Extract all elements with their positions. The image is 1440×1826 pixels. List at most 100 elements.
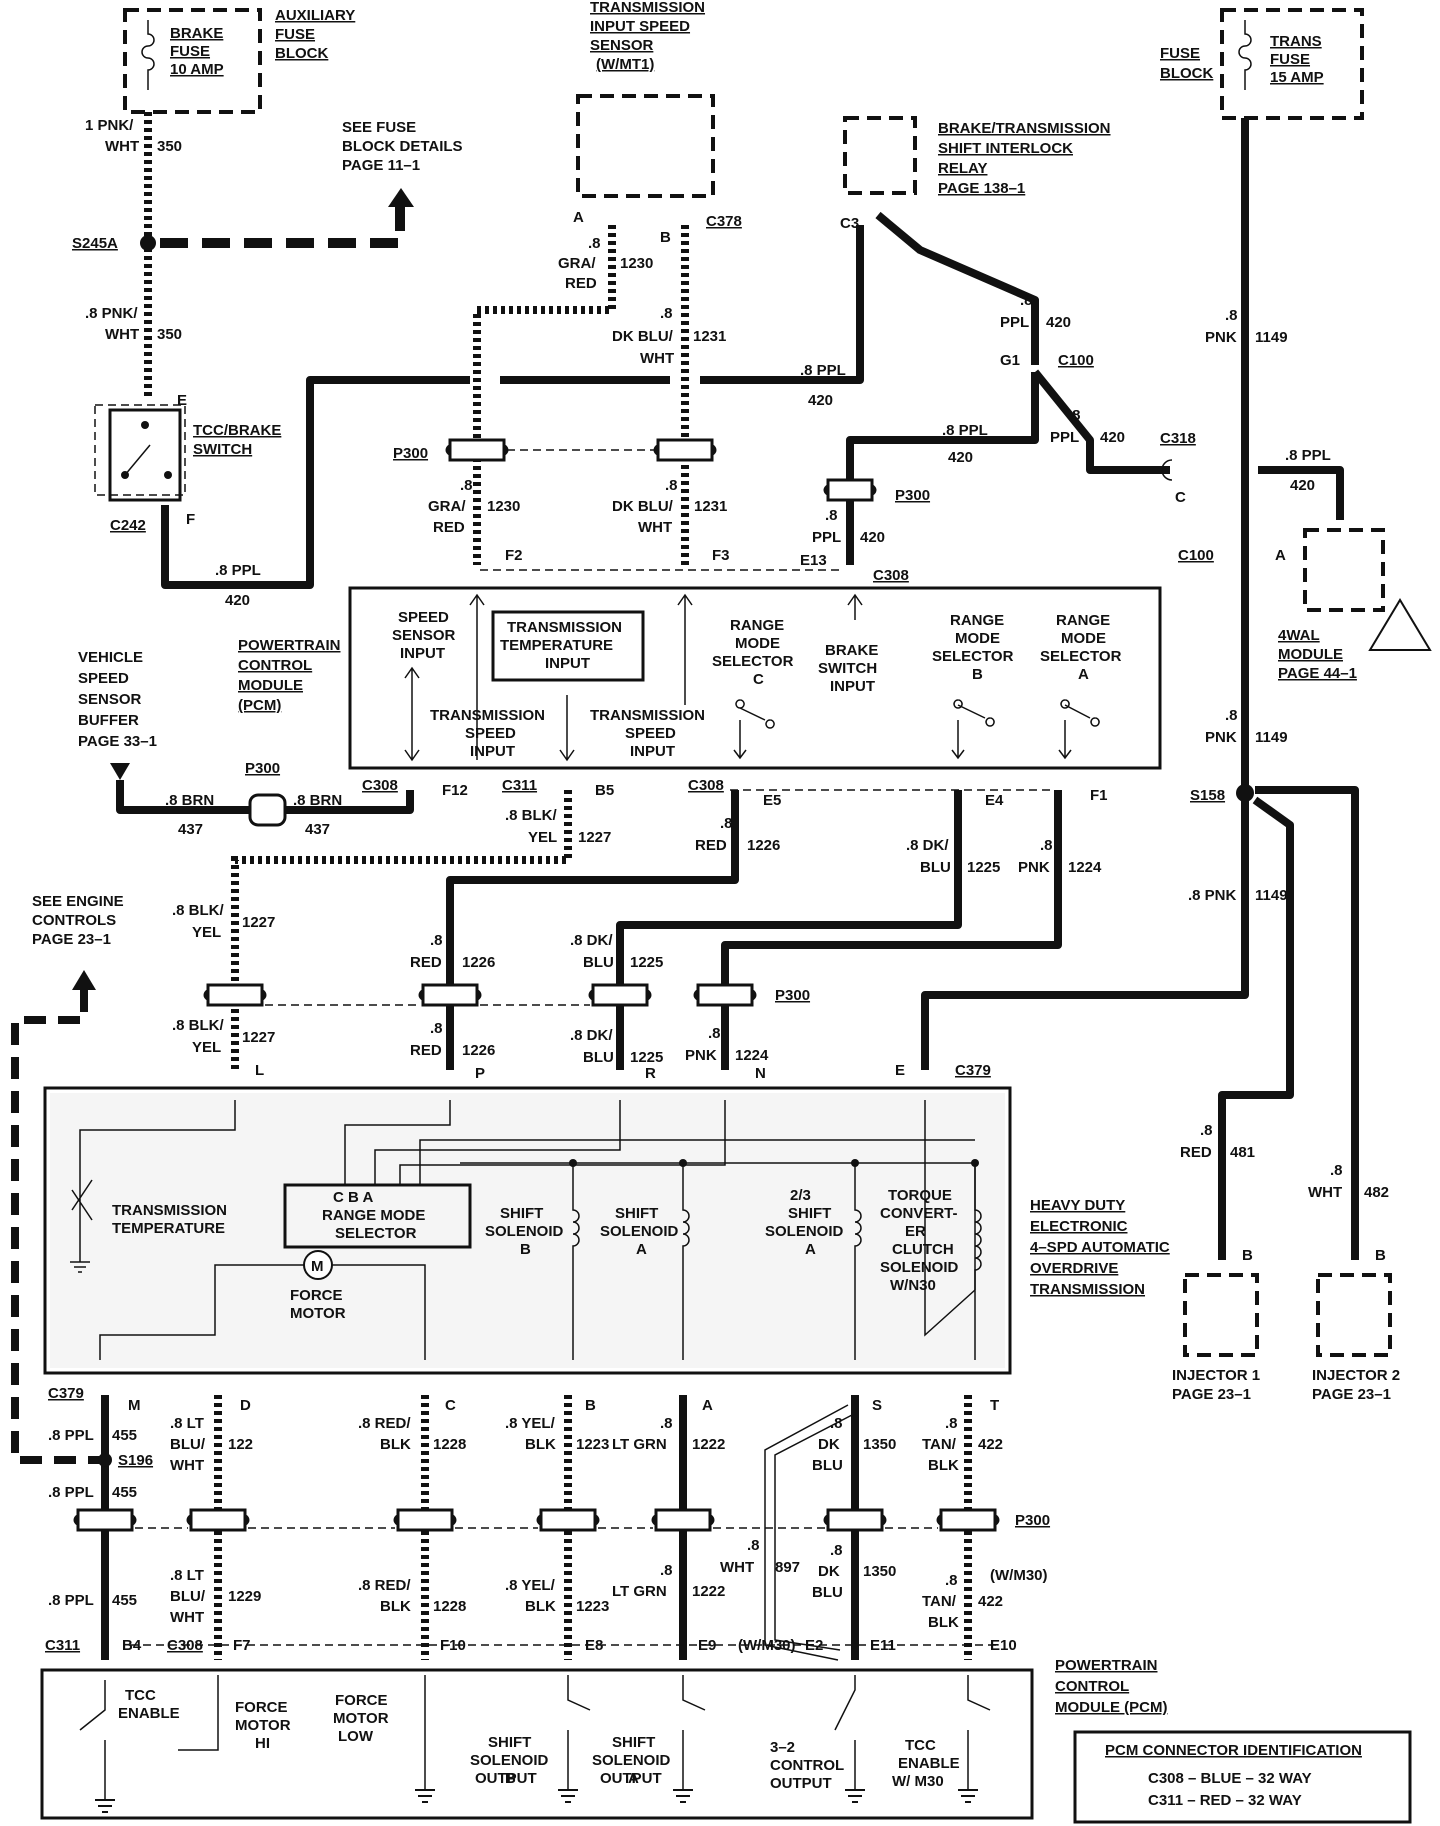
wire-420-p300 bbox=[846, 372, 1039, 480]
c308-f12: C308 bbox=[362, 777, 398, 794]
w420-num: 420 bbox=[225, 592, 250, 609]
pin-s: S bbox=[872, 1397, 882, 1414]
w455-top-num: 455 bbox=[112, 1427, 137, 1444]
rms-wires bbox=[344, 1100, 726, 1185]
w437-right: .8 BRN bbox=[293, 792, 342, 809]
injector-1 bbox=[1183, 1273, 1259, 1357]
fuse-detail-link bbox=[160, 205, 405, 248]
switch-icon bbox=[1058, 699, 1100, 760]
c308-e5: C308 bbox=[688, 777, 724, 794]
pcm-conn-c308: C308 – BLUE – 32 WAY bbox=[1148, 1770, 1312, 1787]
tcc-coil-icon bbox=[974, 1163, 982, 1290]
pin-c: C bbox=[1175, 489, 1186, 506]
pin-e13: E13 bbox=[800, 552, 827, 569]
pin-e4: E4 bbox=[985, 792, 1004, 809]
wire-1224 bbox=[721, 790, 1062, 1070]
c100-label: C100 bbox=[1058, 352, 1094, 369]
solenoid-a-coil-icon bbox=[682, 1163, 690, 1360]
pin-f: F bbox=[186, 511, 195, 528]
pin-d: D bbox=[240, 1397, 251, 1414]
p300-label: P300 bbox=[895, 487, 930, 504]
p300-437-label: P300 bbox=[245, 760, 280, 777]
trans-temp-input bbox=[491, 610, 645, 682]
c378-label: C378 bbox=[706, 213, 742, 230]
trans-fuse-icon bbox=[1238, 20, 1252, 90]
pcm-conn-c311: C311 – RED – 32 WAY bbox=[1148, 1792, 1302, 1809]
w437-right-num: 437 bbox=[305, 821, 330, 838]
wire-1226 bbox=[446, 790, 739, 1070]
brake-fuse-icon bbox=[141, 20, 155, 90]
w455-low: .8 PPL bbox=[48, 1592, 94, 1609]
c318-label: C318 bbox=[1160, 430, 1196, 447]
w455-top: .8 PPL bbox=[48, 1427, 94, 1444]
w455-mid-num: 455 bbox=[112, 1484, 137, 1501]
bidir-arrow-icon bbox=[404, 666, 420, 762]
c311-b5: C311 bbox=[502, 777, 537, 794]
transmission-shading bbox=[50, 1093, 1005, 1368]
solenoid-b-coil-icon bbox=[572, 1163, 580, 1360]
pin-e-c379: E bbox=[895, 1062, 905, 1079]
pin-b-b: B bbox=[585, 1397, 596, 1414]
force-motor-m: M bbox=[311, 1258, 324, 1275]
tiss-sensor bbox=[576, 94, 715, 198]
output-arrow-icon bbox=[559, 695, 575, 762]
wire-1227 bbox=[231, 790, 572, 1070]
switch-contact-icon bbox=[141, 421, 149, 429]
w437-left: .8 BRN bbox=[165, 792, 214, 809]
w420-4wal: .8 PPL bbox=[1285, 447, 1331, 464]
wire-455-engine bbox=[11, 990, 100, 1464]
w420-p-num: 420 bbox=[948, 449, 973, 466]
injector-2 bbox=[1316, 1273, 1392, 1357]
wire-482 bbox=[1255, 786, 1359, 1260]
pcm-grounds bbox=[95, 1789, 978, 1813]
wire-1230 bbox=[473, 225, 616, 565]
4wal-module bbox=[1303, 528, 1385, 612]
pin-e5: E5 bbox=[763, 792, 781, 809]
c242-label: C242 bbox=[110, 517, 146, 534]
pin-b5: B5 bbox=[595, 782, 614, 799]
pin-e2: E2 bbox=[805, 1637, 823, 1654]
pin-f3: F3 bbox=[712, 547, 730, 564]
tcc-switch-housing bbox=[94, 404, 186, 496]
p300-row3: P300 bbox=[1015, 1512, 1050, 1529]
pin-f1: F1 bbox=[1090, 787, 1108, 804]
tcc-brake-switch bbox=[108, 408, 182, 502]
pin-f10: F10 bbox=[440, 1637, 466, 1654]
pcm-outputs-box bbox=[40, 1668, 1034, 1820]
wire-1149-trans bbox=[921, 800, 1249, 1070]
